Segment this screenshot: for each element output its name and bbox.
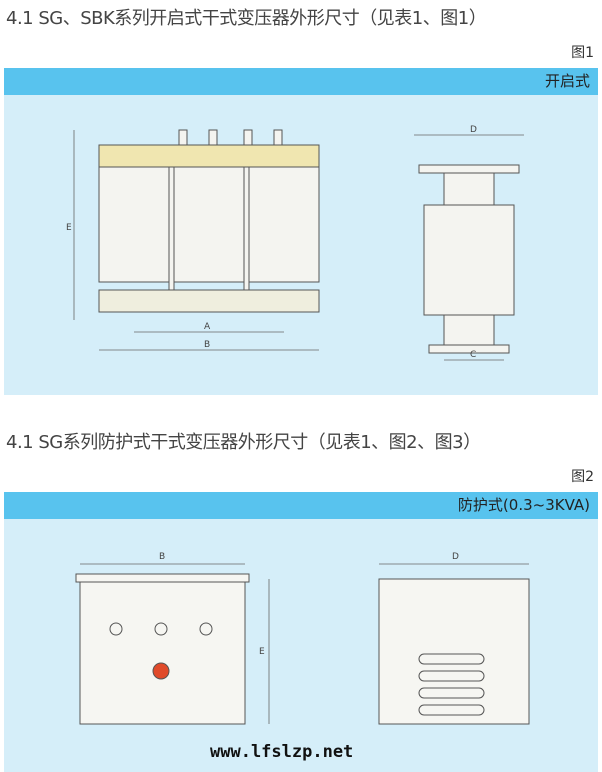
section1-title: 4.1 SG、SBK系列开启式干式变压器外形尺寸（见表1、图1）	[6, 8, 487, 29]
protective-type-drawing-panel: B D E	[4, 519, 598, 772]
protective-type-bar: 防护式(0.3~3KVA)	[4, 492, 598, 519]
dim-e2: E	[259, 647, 265, 657]
open-type-bar: 开启式	[4, 68, 598, 95]
figure1-label: 图1	[571, 45, 594, 61]
dim-d: D	[470, 125, 477, 135]
dim-b2: B	[159, 552, 165, 562]
open-transformer-drawing: A B C D E	[66, 125, 524, 361]
dim-d2: D	[452, 552, 459, 562]
dim-b: B	[204, 340, 210, 350]
protective-transformer-drawing: B D E	[75, 552, 530, 725]
open-type-drawing-panel: A B C D E	[4, 95, 598, 395]
section2-title: 4.1 SG系列防护式干式变压器外形尺寸（见表1、图2、图3）	[6, 432, 481, 453]
dim-a: A	[204, 322, 211, 332]
dim-e: E	[66, 223, 72, 233]
dim-c: C	[470, 350, 476, 360]
figure2-label: 图2	[571, 469, 594, 485]
watermark: www.lfslzp.net	[210, 742, 354, 762]
